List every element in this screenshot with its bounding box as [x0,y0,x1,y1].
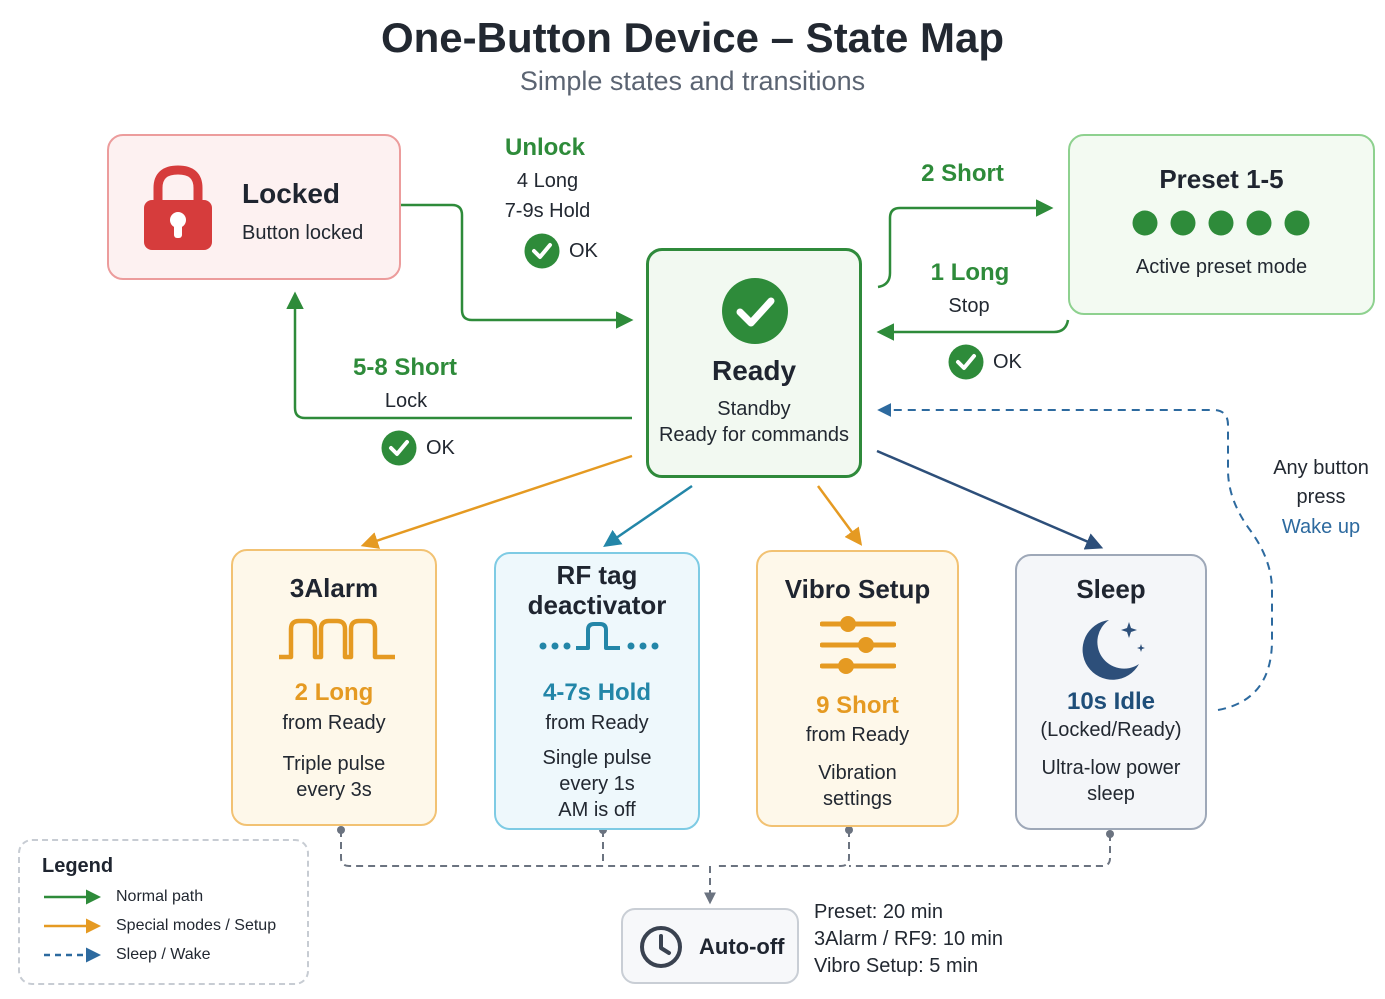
to-preset-label: 2 Short [921,160,1004,187]
unlock-label: Unlock [504,134,585,161]
rf-line1: Single pulse [542,747,652,769]
rf-trigger: 4-7s Hold [542,679,652,706]
locked-desc: Button locked [242,222,364,244]
check-circle-icon [722,278,788,344]
arrow-to-rf [603,484,693,547]
arrow-to-sleep [876,449,1104,550]
page-subtitle: Simple states and transitions [519,66,866,96]
lock-ok-icon [381,430,417,466]
legend-item-special: Special modes / Setup [116,917,277,934]
state-ready: Ready Standby Ready for commands [646,248,862,478]
legend: Legend Normal path Special modes / Setup… [18,839,309,985]
preset-title: Preset 1-5 [1159,164,1284,194]
preset-desc: Active preset mode [1135,256,1308,278]
legend-swatches [44,889,101,963]
state-locked: Locked Button locked [107,134,401,280]
triple-pulse-icon [279,618,395,660]
wake-line2: press [1296,486,1346,508]
ready-line2: Ready for commands [658,424,850,446]
autooff-line-vibro: Vibro Setup: 5 min [814,955,979,977]
state-rf-tag: RF tag deactivator 4-7s Hold from Ready … [494,552,700,830]
vibro-line1: Vibration [818,762,897,784]
vibro-title: Vibro Setup [784,574,931,604]
vibro-from: from Ready [805,724,910,746]
alarm-trigger: 2 Long [294,679,374,706]
page-title: One-Button Device – State Map [380,14,1005,61]
rf-title-line2: deactivator [527,590,667,620]
autooff-box: Auto-off [621,908,799,984]
arrow-unlock [401,203,634,329]
arrow-wake [877,403,1273,711]
sleep-line1: Ultra-low power [1041,757,1181,779]
unlock-ok-text: OK [569,240,598,262]
wake-line3: Wake up [1281,516,1361,538]
single-pulse-icon [539,622,659,650]
autooff-line-preset: Preset: 20 min [814,901,943,923]
sleep-title: Sleep [1076,574,1146,604]
sleep-sub: (Locked/Ready) [1040,719,1182,741]
arrow-to-preset [877,199,1054,289]
rf-line2: every 1s [559,773,635,795]
padlock-icon [144,165,212,250]
vibro-trigger: 9 Short [816,692,899,719]
sleep-line2: sleep [1087,783,1135,805]
clock-icon [640,926,682,968]
rf-title-line1: RF tag [556,560,638,590]
ready-line1: Standby [717,398,791,420]
legend-item-normal: Normal path [116,888,204,905]
from-preset-ok-text: OK [993,351,1022,373]
lock-label: 5-8 Short [352,354,457,381]
legend-item-sleep: Sleep / Wake [116,946,211,963]
arrow-to-alarm [360,454,633,549]
lock-line1: Lock [384,390,428,412]
unlock-line2: 7-9s Hold [504,200,591,222]
alarm-title: 3Alarm [289,573,379,603]
state-preset: Preset 1-5 Active preset mode [1068,134,1375,315]
autooff-label: Auto-off [699,934,785,959]
state-3alarm: 3Alarm 2 Long from Ready Triple pulse ev… [231,549,437,826]
wake-line1: Any button [1273,457,1369,479]
rf-from: from Ready [545,712,649,734]
autooff-line-alarm: 3Alarm / RF9: 10 min [814,928,1003,950]
unlock-ok-icon [524,233,560,269]
ready-title: Ready [711,355,797,386]
from-preset-line1: Stop [948,295,990,317]
sliders-icon [820,616,896,674]
alarm-line1: Triple pulse [282,753,386,775]
from-preset-label: 1 Long [930,259,1010,286]
state-vibro-setup: Vibro Setup 9 Short from Ready Vibration… [756,550,959,827]
arrow-from-preset [876,319,1070,341]
autooff-connectors [340,830,1111,905]
preset-dots-icon [1132,210,1310,236]
unlock-line1: 4 Long [516,170,579,192]
arrow-to-vibro [816,485,863,546]
sleep-trigger: 10s Idle [1066,688,1156,715]
state-sleep: Sleep 10s Idle (Locked/Ready) Ultra-low … [1015,554,1207,830]
locked-title: Locked [242,178,341,209]
vibro-line2: settings [823,788,892,810]
from-preset-ok-icon [948,344,984,380]
legend-title: Legend [42,855,114,877]
moon-stars-icon [1082,620,1145,680]
arrow-lock [286,291,632,420]
rf-line3: AM is off [558,799,636,821]
alarm-from: from Ready [282,712,386,734]
alarm-line2: every 3s [296,779,372,801]
lock-ok-text: OK [426,437,455,459]
